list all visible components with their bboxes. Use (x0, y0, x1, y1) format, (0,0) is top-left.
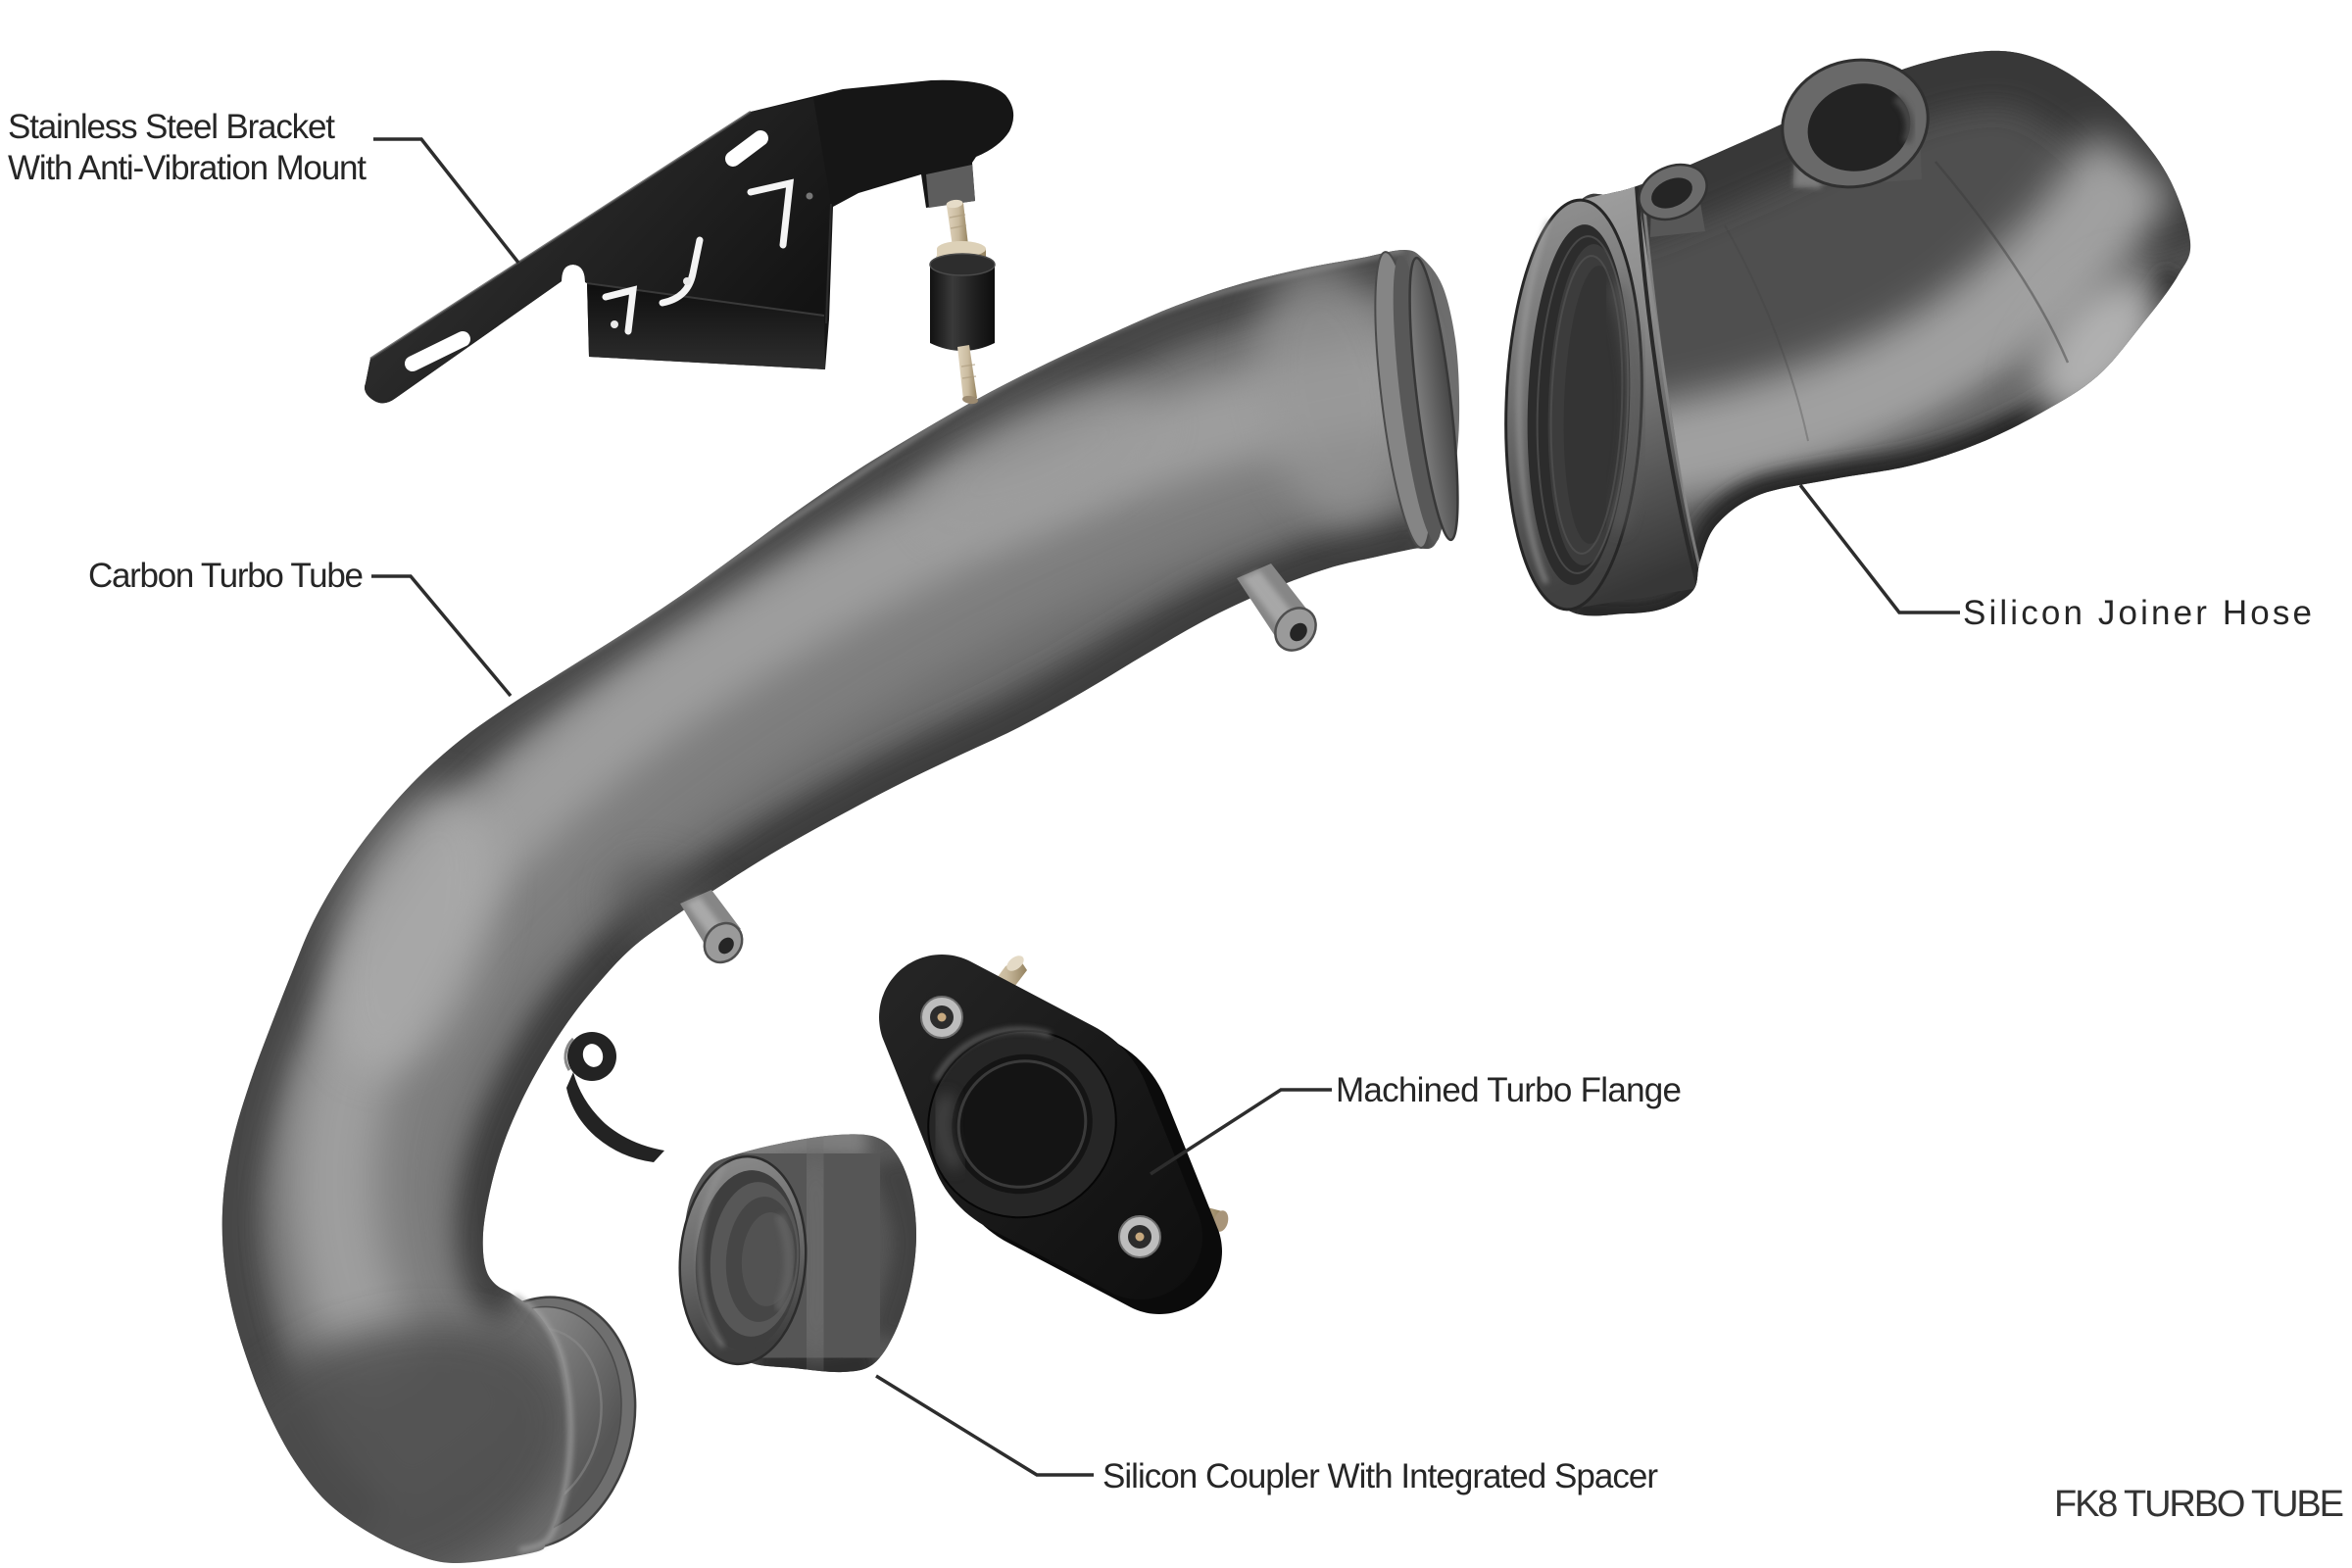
silicon-coupler (678, 1134, 917, 1373)
leader-tube (371, 574, 513, 698)
label-bracket-line2: With Anti-Vibration Mount (8, 149, 367, 187)
flange-bolt-washer-top (920, 996, 963, 1039)
callout-bracket: Stainless Steel Bracket With Anti-Vibrat… (8, 108, 520, 265)
diagram-title: FK8 TURBO TUBE (2054, 1484, 2344, 1525)
label-flange: Machined Turbo Flange (1336, 1071, 1682, 1109)
hose-small-port (1638, 163, 1708, 237)
stainless-steel-bracket (365, 79, 1014, 404)
bracket-cutouts (602, 178, 795, 335)
hose-opening (1504, 198, 1644, 612)
flange-bolt-washer-bottom (1118, 1215, 1161, 1258)
tube-nipple-upper (1237, 564, 1317, 652)
callout-tube: Carbon Turbo Tube (88, 557, 513, 698)
bracket-slot-right (725, 130, 768, 167)
label-hose: Silicon Joiner Hose (1963, 594, 2312, 632)
tube-nipple-lower (680, 890, 744, 964)
bracket-slot-left (405, 331, 470, 371)
coupler-opening (678, 1154, 808, 1366)
leader-bracket (373, 137, 520, 265)
bracket-return-lip (926, 165, 975, 208)
callouts: Stainless Steel Bracket With Anti-Vibrat… (8, 108, 2344, 1525)
label-coupler: Silicon Coupler With Integrated Spacer (1102, 1457, 1658, 1495)
flange-bore (927, 1027, 1117, 1219)
callout-coupler: Silicon Coupler With Integrated Spacer (875, 1374, 1658, 1495)
hose-large-port (1781, 58, 1930, 189)
machined-turbo-flange (879, 955, 1229, 1314)
callout-hose: Silicon Joiner Hose (1798, 483, 2312, 632)
tube-end-bead (1374, 251, 1459, 549)
leader-hose (1798, 483, 1960, 614)
label-bracket-line1: Stainless Steel Bracket (8, 108, 335, 146)
mount-stud-top (947, 203, 968, 247)
anti-vibration-mount (929, 199, 996, 405)
tube-mounting-tab (564, 1032, 664, 1162)
mount-stud-bottom (957, 345, 977, 400)
label-tube: Carbon Turbo Tube (88, 557, 364, 595)
callout-flange: Machined Turbo Flange (1150, 1071, 1682, 1176)
leader-coupler (875, 1374, 1094, 1477)
tube-bell-shoulder-highlight (513, 1293, 573, 1553)
leader-flange (1150, 1088, 1332, 1176)
